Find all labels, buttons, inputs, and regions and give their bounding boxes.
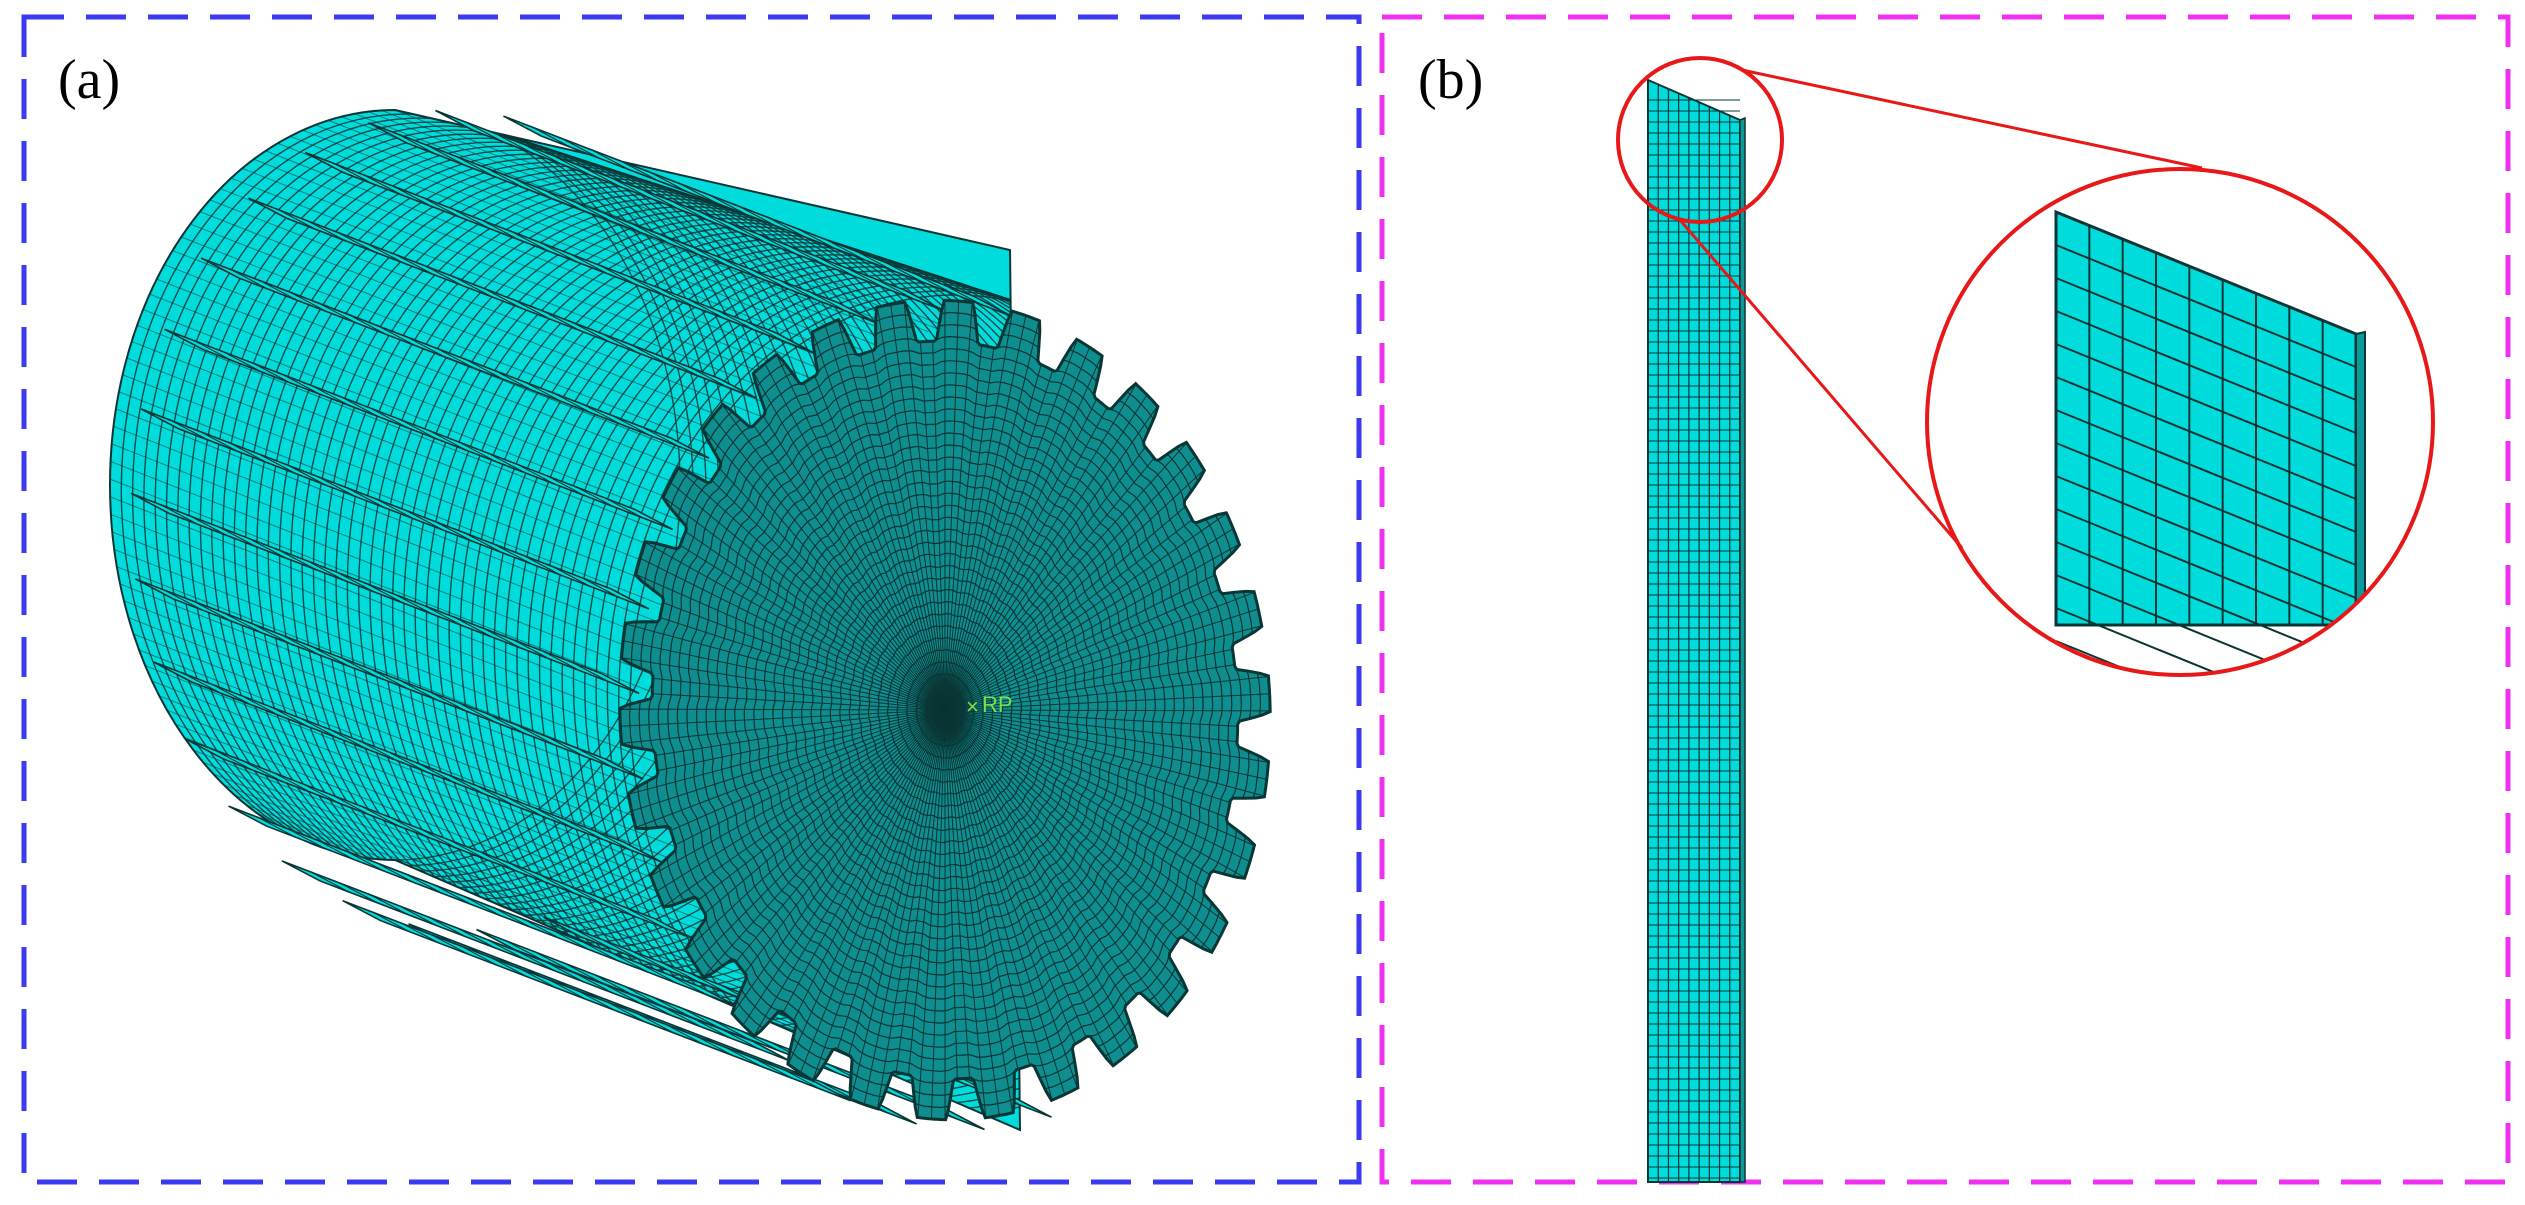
strip-mesh-model — [1647, 78, 1746, 1183]
zoom-connector-top — [1741, 68, 2203, 170]
gear-face-mesh — [619, 300, 1271, 1120]
gear-face-outline — [618, 298, 1272, 1122]
svg-text:×: × — [966, 694, 979, 719]
strip-side-edge — [1739, 116, 1746, 1183]
gear-mesh-model: × RP — [109, 108, 1272, 1132]
zoom-source-circle — [1616, 56, 1784, 224]
zoom-connector-bottom — [1678, 219, 1964, 549]
strip-mesh-grid — [1648, 84, 1740, 1182]
reference-point-marker: × RP — [966, 692, 1013, 719]
strip-face — [1647, 78, 1741, 1183]
reference-point-label: RP — [982, 692, 1013, 717]
panel-a-frame — [21, 14, 1362, 1185]
zoomed-mesh-detail — [2054, 209, 2366, 675]
panel-b-label: (b) — [1418, 49, 1483, 111]
spline-teeth-side-faces — [130, 109, 1052, 1131]
zoom-callout — [1616, 56, 2435, 677]
zoom-magnified-circle — [1925, 167, 2435, 677]
panel-a-label: (a) — [58, 49, 120, 111]
panel-b-frame — [1379, 14, 2511, 1185]
